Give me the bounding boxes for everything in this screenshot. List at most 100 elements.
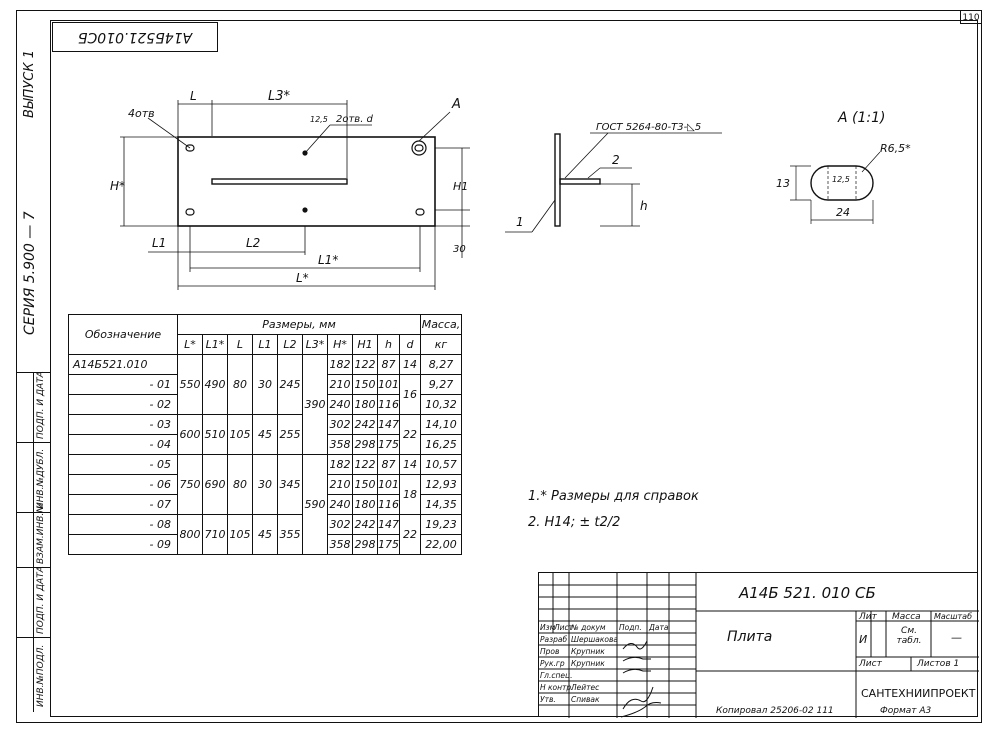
- hole-slot: [185, 208, 195, 216]
- table-row: А14Б521.010 550 490 80 30 245 390 182 12…: [68, 354, 462, 455]
- side-view: [505, 132, 722, 233]
- scale-label: Масштаб: [934, 612, 973, 621]
- note-1: 1.* Размеры для справок: [528, 489, 699, 504]
- label-L3: L3*: [268, 89, 291, 104]
- sheets-label: Листов 1: [917, 659, 960, 669]
- hdr-izm: Изм: [540, 623, 556, 632]
- slot-bar: [211, 178, 348, 185]
- table-row: - 04 358 298 175 16,25: [68, 434, 462, 455]
- mass-label: Масса: [892, 612, 921, 622]
- sub-header: L1*: [202, 334, 228, 355]
- hole-center: [302, 207, 308, 213]
- strip-divider: [16, 567, 50, 568]
- label-item2: 2: [612, 153, 620, 167]
- hdr-list: Лист: [554, 623, 574, 632]
- detail-view: [790, 151, 881, 224]
- hole-slot: [185, 144, 195, 152]
- lit-value: И: [859, 633, 868, 646]
- strip-divider: [16, 512, 50, 513]
- drawing-code-box: А14Б521.010СБ: [52, 22, 218, 52]
- role-name: Шершакова: [571, 635, 618, 644]
- table-row: - 08 800 710 105 45 355 302 242 147 22 1…: [68, 514, 462, 555]
- label-L1-star: L1*: [318, 253, 338, 267]
- table-row: - 05 750 690 80 30 345 590 182 122 87 14…: [68, 454, 462, 555]
- lit-label: Лит: [859, 612, 877, 622]
- table-row: - 02 240 180 116 10,32: [68, 394, 462, 415]
- label-H1: H1: [453, 180, 468, 193]
- strip-col: [16, 372, 17, 712]
- title-block: Изм Лист № докум Подп. Дата Разраб Шерша…: [538, 572, 979, 718]
- table-row: - 07 240 180 116 14,35: [68, 494, 462, 515]
- sub-header: L: [227, 334, 253, 355]
- col-designation: Обозначение: [68, 314, 178, 355]
- label-gost: ГОСТ 5264-80-Т3-◺5: [596, 122, 701, 133]
- strip-col: [33, 372, 34, 712]
- label-L-star: L*: [296, 271, 309, 285]
- label-L2: L2: [246, 236, 260, 250]
- page-number: 110: [960, 10, 982, 24]
- table-row: - 03 600 510 105 45 255 302 242 147 22 1…: [68, 414, 462, 455]
- detail-dim24: 24: [836, 206, 850, 219]
- hdr-sign: Подп.: [619, 623, 642, 632]
- side-bar: [559, 178, 601, 185]
- item-name: Плита: [727, 629, 773, 645]
- label-h: h: [640, 199, 648, 213]
- label-30: 30: [453, 244, 466, 255]
- detail-title: А (1:1): [837, 110, 885, 126]
- title-block-grid: [539, 573, 979, 718]
- notes: 1.* Размеры для справок 2. H14; ± t2/2: [528, 484, 699, 536]
- sub-header: L*: [177, 334, 203, 355]
- role-name: Спивак: [571, 695, 600, 704]
- note-2: 2. H14; ± t2/2: [528, 515, 621, 530]
- side-plate: [554, 133, 561, 227]
- sheet-label: Лист: [859, 659, 882, 669]
- outer-border: [16, 10, 982, 723]
- left-strip: ИНВ.№ПОДЛ. ПОДП. И ДАТА ВЗАМ.ИНВ.№ ИНВ.№…: [16, 371, 50, 712]
- format: Формат А3: [880, 706, 932, 716]
- sub-header: H1: [352, 334, 378, 355]
- hole-slot: [414, 144, 424, 152]
- strip-divider: [16, 372, 50, 373]
- detail-radius: R6,5*: [880, 142, 911, 155]
- detail-dim125: 12,5: [832, 175, 850, 184]
- role: Утв.: [540, 695, 556, 704]
- col-mass: Масса,: [420, 314, 462, 335]
- role: Гл.спец.: [540, 671, 573, 680]
- label-r125: 12,5: [310, 115, 328, 124]
- hole-detail-circle: [411, 140, 427, 156]
- group-sizes: Размеры, мм: [177, 314, 421, 335]
- detail-dim13: 13: [776, 177, 790, 190]
- label-L: L: [190, 89, 197, 103]
- label-holes-2: 2отв. d: [336, 114, 374, 125]
- role: Разраб: [540, 635, 568, 644]
- strip-divider: [16, 442, 50, 443]
- mass-unit: кг: [420, 334, 462, 355]
- label-H: H*: [110, 179, 125, 193]
- hdr-doc: № докум: [571, 623, 606, 632]
- label-L1: L1: [152, 236, 166, 250]
- table-row: - 09 358 298 175 22,00: [68, 534, 462, 555]
- copied-by: Копировал 25206-02 111: [716, 706, 834, 716]
- role: Рук.гр: [540, 659, 565, 668]
- sub-header: L2: [277, 334, 303, 355]
- label-item1: 1: [516, 215, 524, 229]
- role: Пров: [540, 647, 560, 656]
- label-holes-4: 4отв: [128, 107, 155, 120]
- sub-header: d: [399, 334, 421, 355]
- hole-slot: [415, 208, 425, 216]
- role-name: Крупник: [571, 647, 605, 656]
- org-name: САНТЕХНИИПРОЕКТ: [861, 687, 976, 700]
- label-A: А: [451, 97, 461, 112]
- strip-divider: [16, 637, 50, 638]
- role-name: Лейтес: [571, 683, 600, 692]
- hdr-date: Дата: [649, 623, 669, 632]
- drawing-frame: [50, 20, 978, 717]
- spec-table: Обозначение Размеры, мм Масса, L* L1* L …: [68, 314, 462, 555]
- role-name: Крупник: [571, 659, 605, 668]
- scale-value: —: [951, 631, 962, 644]
- role: Н контр.: [540, 683, 574, 692]
- plate-outline: [177, 136, 436, 227]
- plan-view: [120, 100, 470, 290]
- doc-code: А14Б 521. 010 СБ: [739, 584, 876, 602]
